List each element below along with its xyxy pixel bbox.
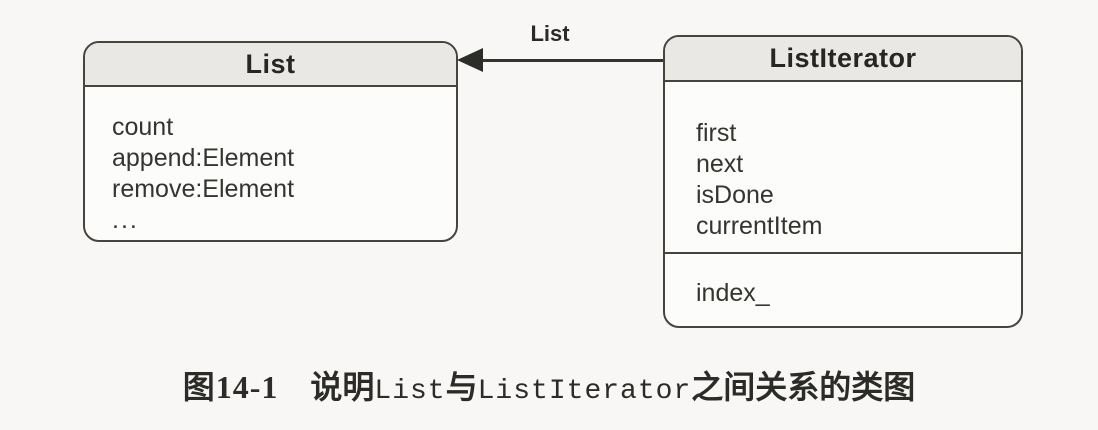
uml-member-isdone: isDone — [696, 181, 774, 209]
caption-text-2: 与 — [445, 369, 478, 405]
uml-class-listiterator-methods: first next isDone currentItem — [665, 82, 1021, 254]
caption-code-listiterator: ListIterator — [477, 376, 692, 407]
uml-member-currentitem: currentItem — [696, 212, 823, 240]
uml-class-list-members: count append:Element remove:Element ... — [85, 87, 456, 236]
association-arrow-head-icon — [457, 48, 483, 72]
figure-caption: 图14-1 说明List与ListIterator之间关系的类图 — [0, 362, 1098, 408]
uml-member-next: next — [696, 150, 744, 178]
uml-class-list-header: List — [85, 43, 456, 87]
figure-number: 图14-1 — [182, 369, 279, 405]
caption-text-3: 之间关系的类图 — [691, 369, 916, 405]
uml-class-list: List count append:Element remove:Element… — [83, 41, 458, 242]
uml-member-append: append:Element — [112, 144, 295, 172]
uml-class-listiterator: ListIterator first next isDone currentIt… — [663, 35, 1023, 328]
uml-member-remove: remove:Element — [112, 175, 295, 203]
uml-class-listiterator-title: ListIterator — [769, 43, 917, 73]
uml-member-index: index_ — [696, 279, 770, 307]
uml-member-ellipsis: ... — [112, 206, 139, 234]
association-arrow-label: List — [530, 21, 570, 46]
caption-code-list: List — [374, 376, 446, 407]
caption-text-1: 说明 — [310, 369, 375, 405]
association-arrow-line — [480, 59, 665, 62]
uml-member-first: first — [696, 119, 737, 147]
uml-class-listiterator-attributes: index_ — [665, 254, 1021, 309]
uml-member-count: count — [112, 113, 174, 141]
uml-class-listiterator-header: ListIterator — [665, 37, 1021, 82]
uml-class-list-title: List — [245, 48, 296, 79]
